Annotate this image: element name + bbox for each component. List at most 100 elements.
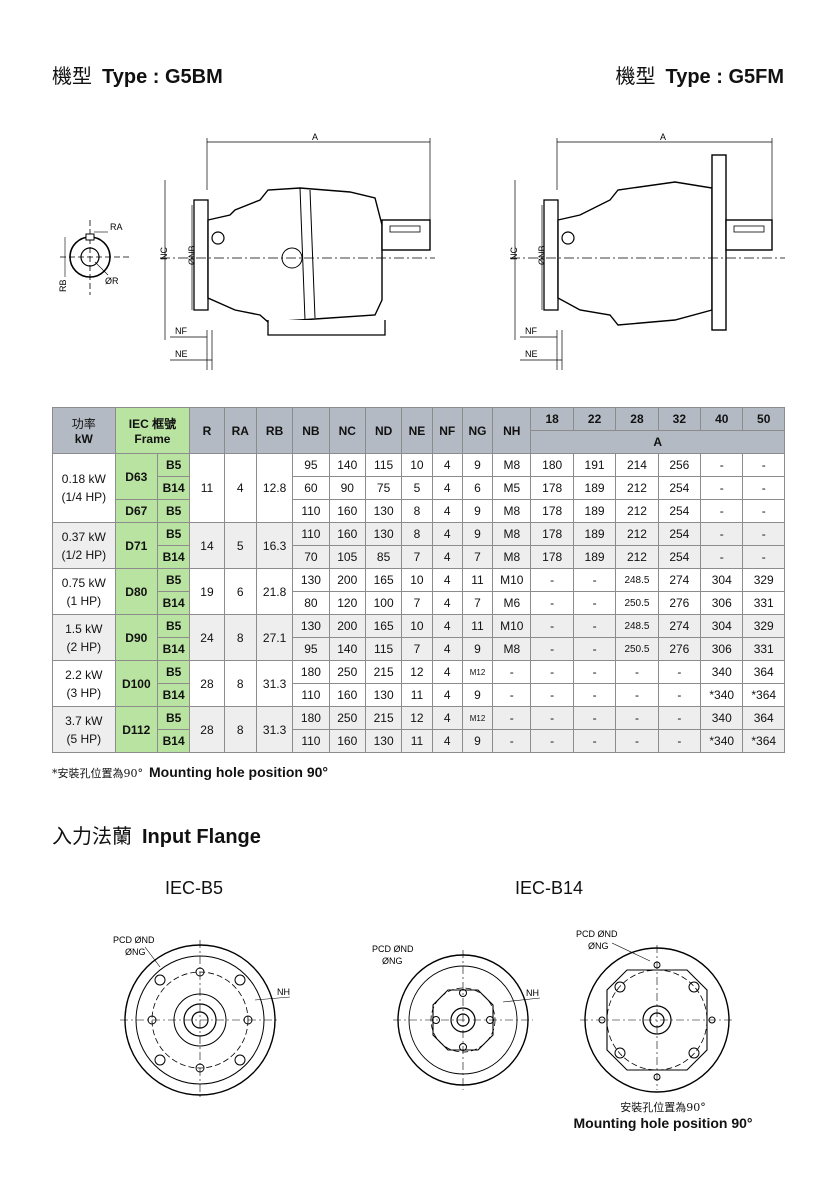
cell-ne: 5 [401,476,433,500]
cell-a: 178 [530,545,574,569]
cell-nh: M5 [492,476,532,500]
cell-a: 189 [572,545,617,569]
cell-a: 212 [615,499,659,523]
cell-ne: 7 [401,591,433,615]
cell-nc: 140 [328,453,366,477]
footnote-en: Mounting hole position 90° [149,764,329,780]
cell-nf: 4 [431,683,463,707]
cell-a: - [530,568,574,592]
cell-a: - [742,453,785,477]
cell-ne: 10 [401,453,433,477]
ng-label: ØNG [125,947,146,957]
mount-cell: B5 [156,706,191,730]
cell-a: - [530,706,574,730]
g5bm-drawing: A NC ØNB NF NE [159,132,435,370]
cell-nc: 250 [328,660,366,684]
cell-a: - [530,683,574,707]
cell-rb: 12.8 [255,453,294,523]
power-kw: 3.7 kW [65,713,103,728]
cell-nf: 4 [431,522,463,546]
cell-nc: 200 [328,614,366,638]
cell-ng: 9 [461,499,494,523]
frame-cell: D112 [114,706,158,753]
cell-a: - [615,729,659,753]
cell-a: 304 [700,614,744,638]
cell-nc: 140 [328,637,366,661]
cell-a: 329 [742,614,785,638]
cell-nh: M8 [492,522,532,546]
cell-ng: 11 [461,568,494,592]
cell-a: - [572,614,617,638]
power-hp: (3 HP) [66,685,102,700]
cell-a: - [530,591,574,615]
dim-a-label: A [660,132,666,142]
mounting-note-en: Mounting hole position 90° [573,1115,753,1131]
cell-nc: 160 [328,499,366,523]
header-a-col: 18 [530,407,574,431]
cell-a: - [700,476,744,500]
header-iec-en: Frame [134,432,171,446]
power-hp: (2 HP) [66,639,102,654]
cell-ng: 9 [461,453,494,477]
cell-nf: 4 [431,568,463,592]
cell-nc: 160 [328,522,366,546]
mounting-note-zh: 安裝孔位置為90° [620,1101,706,1114]
cell-nb: 70 [292,545,330,569]
header-power-zh: 功率 [71,417,96,431]
cell-a: - [615,683,659,707]
cell-ra: 8 [223,706,257,753]
cell-ne: 12 [401,660,433,684]
cell-ra: 8 [223,660,257,707]
cell-nh: - [492,706,532,730]
footnote: *安裝孔位置為90° Mounting hole position 90° [52,764,328,781]
cell-nh: M8 [492,499,532,523]
mounting-note: 安裝孔位置為90° Mounting hole position 90° [568,1099,758,1131]
header-col: NH [492,407,532,454]
mount-cell: B14 [156,729,191,753]
g5fm-drawing: A NC ØNB NF NE [509,132,785,370]
cell-nb: 180 [292,660,330,684]
power-hp: (1 HP) [66,593,102,608]
power-hp: (1/2 HP) [61,547,107,562]
cell-a: - [572,568,617,592]
ne-label: NE [525,349,538,359]
cell-nh: - [492,660,532,684]
cell-nc: 160 [328,729,366,753]
cell-a: 248.5 [615,568,659,592]
cell-nd: 130 [364,522,403,546]
cell-a: - [700,499,744,523]
cell-nd: 130 [364,683,403,707]
cell-a: 306 [700,637,744,661]
cell-r: 14 [189,522,225,569]
cell-ne: 10 [401,568,433,592]
cell-a: - [572,637,617,661]
footnote-zh: *安裝孔位置為90° [52,767,143,780]
cell-nf: 4 [431,706,463,730]
cell-nb: 95 [292,637,330,661]
ra-label: RA [110,222,123,232]
iec-b5-flange-drawing: PCD ØND ØNG NH [113,935,291,1100]
type-label-en: Type : G5FM [665,66,784,88]
cell-a: - [657,660,702,684]
cell-ra: 8 [223,614,257,661]
cell-ng: 9 [461,729,494,753]
cell-a: 340 [700,706,744,730]
nc-label: NC [159,247,169,260]
cell-ng: 7 [461,545,494,569]
cell-a: 189 [572,522,617,546]
header-iec-zh: IEC 框號 [128,417,177,431]
cell-a: 304 [700,568,744,592]
input-flange-title-zh: 入力法蘭 [52,824,132,848]
ng-label: ØNG [588,941,609,951]
power-cell: 2.2 kW(3 HP) [52,660,116,707]
mount-cell: B5 [156,568,191,592]
cell-a: 274 [657,614,702,638]
power-kw: 1.5 kW [65,621,103,636]
cell-ne: 10 [401,614,433,638]
power-cell: 1.5 kW (2 HP) [52,614,116,661]
